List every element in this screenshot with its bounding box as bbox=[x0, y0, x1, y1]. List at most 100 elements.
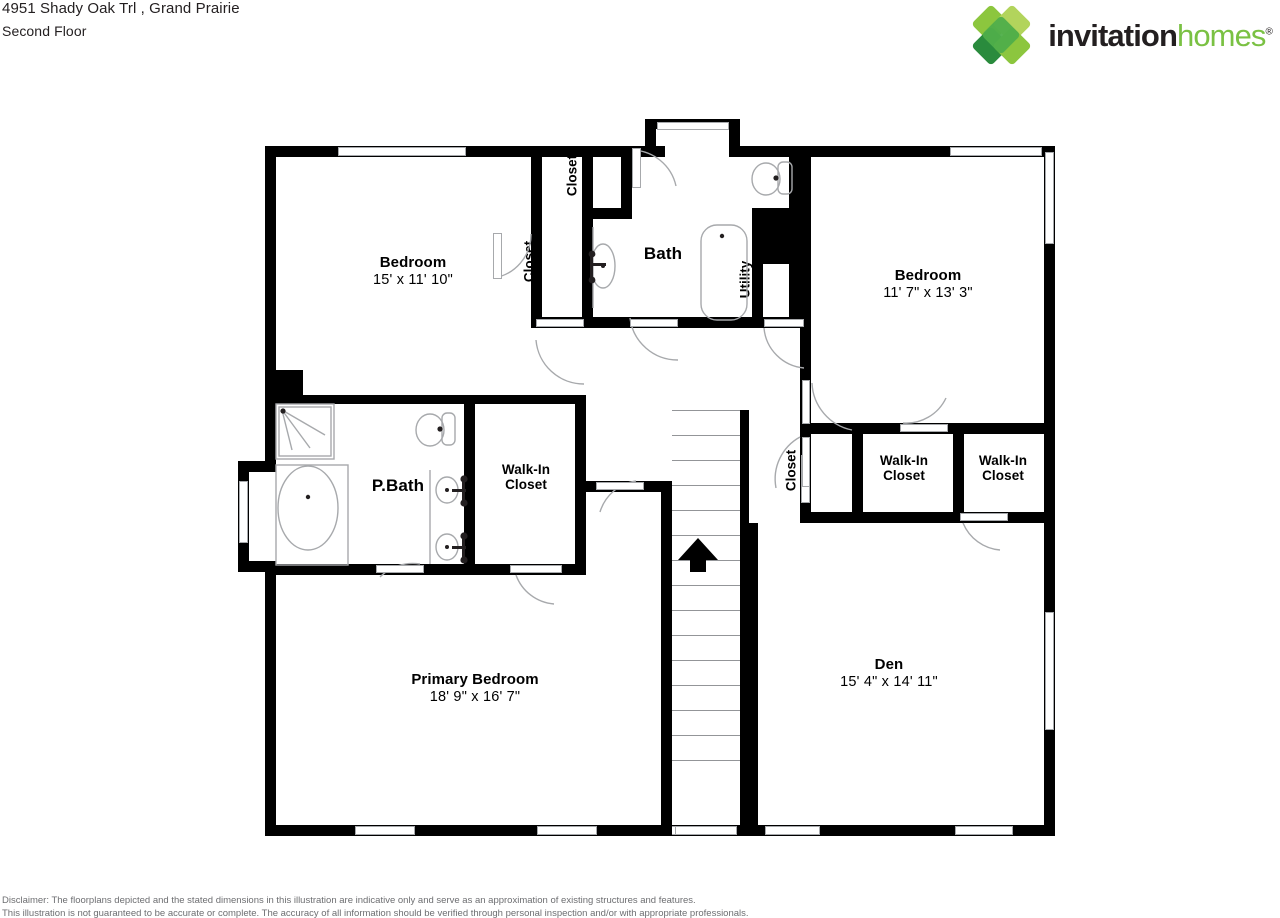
window-bottom-4 bbox=[765, 826, 820, 835]
invitation-homes-logo: invitationhomes® bbox=[971, 4, 1273, 66]
bath-toilet-bowl bbox=[751, 162, 781, 196]
window-bottom-1 bbox=[355, 826, 415, 835]
wall-closet2-bottom bbox=[582, 208, 632, 219]
floor-label: Second Floor bbox=[2, 23, 87, 39]
room-label-closet-3: Closet bbox=[783, 449, 799, 492]
wall-pbath-bumpout-top bbox=[238, 461, 276, 472]
wall-left-upper bbox=[265, 146, 276, 371]
doorway-utility bbox=[764, 319, 804, 327]
window-right-1 bbox=[1045, 152, 1054, 244]
pbath-tub-basin bbox=[277, 465, 339, 551]
doorway-walkin1 bbox=[510, 565, 562, 573]
wall-den-left bbox=[749, 523, 758, 836]
wall-stairs-right bbox=[740, 410, 749, 836]
wall-walkin1-right bbox=[575, 395, 586, 575]
window-right-2 bbox=[1045, 612, 1054, 730]
door-swing-walkin3 bbox=[962, 522, 1001, 551]
property-address: 4951 Shady Oak Trl , Grand Prairie bbox=[2, 0, 240, 17]
pbath-tub-surround bbox=[275, 464, 349, 566]
doorway-closet1 bbox=[493, 233, 502, 279]
room-label-den: Den 15' 4" x 14' 11" bbox=[840, 656, 938, 690]
pbath-sink-2 bbox=[435, 533, 459, 561]
pbath-shower-inner bbox=[278, 406, 332, 457]
wall-pbath-right bbox=[464, 395, 475, 575]
window-alcove bbox=[657, 122, 729, 130]
address-block: 4951 Shady Oak Trl , Grand Prairie Secon… bbox=[2, 0, 240, 42]
bath-sink-basin bbox=[590, 243, 616, 289]
door-swing-walkin1 bbox=[515, 574, 555, 605]
disclaimer-line-2: This illustration is not guaranteed to b… bbox=[2, 908, 749, 918]
doorway-pbath bbox=[376, 565, 424, 573]
wall-right bbox=[1044, 146, 1055, 836]
room-label-bedroom-1: Bedroom 15' x 11' 10" bbox=[373, 254, 453, 288]
window-top-2 bbox=[950, 147, 1042, 156]
wall-utility-top bbox=[763, 255, 800, 264]
stairs-up-arrow-icon bbox=[678, 538, 718, 572]
pbath-tub-drain bbox=[305, 494, 311, 500]
wall-alcove-right bbox=[729, 119, 740, 157]
wall-pbath-bumpout-bottom bbox=[238, 561, 276, 572]
wall-pbath-bottom bbox=[265, 564, 475, 575]
wall-bedroom1-right bbox=[531, 146, 542, 328]
room-label-closet-1: Closet bbox=[521, 240, 537, 283]
room-label-primary-bath: P.Bath bbox=[371, 476, 425, 495]
room-label-bath: Bath bbox=[643, 244, 683, 263]
doorway-bedroom1 bbox=[536, 319, 584, 327]
pbath-shower-spray-1 bbox=[281, 409, 311, 449]
pbath-sink-2-drain bbox=[445, 545, 449, 549]
door-swing-utility bbox=[763, 327, 805, 369]
wall-closet-row-bottom bbox=[800, 512, 1055, 523]
wall-bath-right bbox=[752, 208, 763, 328]
disclaimer-line-1: Disclaimer: The floorplans depicted and … bbox=[2, 895, 696, 906]
room-label-walk-in-closet-2: Walk-In Closet bbox=[879, 453, 929, 484]
logo-trademark: ® bbox=[1265, 26, 1273, 38]
doorway-closet3 bbox=[802, 437, 810, 487]
doorway-bath bbox=[630, 319, 678, 327]
wall-pbath-top bbox=[265, 395, 475, 404]
logo-wordmark: invitationhomes® bbox=[1048, 18, 1273, 54]
wall-closet3-right bbox=[852, 423, 863, 523]
wall-bottom bbox=[265, 825, 1055, 836]
window-bottom-5 bbox=[955, 826, 1013, 835]
door-swing-bedroom1 bbox=[535, 339, 585, 385]
wall-left-angle-stub bbox=[265, 370, 276, 400]
wall-pbath-left-upper bbox=[265, 390, 276, 465]
pbath-toilet-bowl bbox=[415, 413, 445, 447]
doorway-walkin2 bbox=[900, 424, 948, 432]
logo-brand-bold: invitation bbox=[1048, 18, 1178, 53]
doorway-closet2 bbox=[632, 148, 641, 188]
pbath-shower-spray-3 bbox=[281, 409, 293, 451]
wall-bedroom2-left-upper bbox=[800, 146, 811, 381]
room-label-walk-in-closet-1: Walk-In Closet bbox=[501, 462, 551, 493]
wall-walkin1-top bbox=[475, 395, 586, 404]
doorway-walkin1-hall bbox=[596, 482, 644, 490]
wall-utility-right bbox=[789, 146, 800, 328]
wall-walkin2-right bbox=[953, 423, 964, 523]
bathtub-drain bbox=[719, 233, 725, 239]
doorway-walkin3 bbox=[960, 513, 1008, 521]
doorway-bedroom2 bbox=[802, 380, 810, 424]
doorway-stairs-bottom bbox=[675, 826, 737, 835]
wall-left-lower bbox=[265, 570, 276, 836]
door-swing-walkin2 bbox=[902, 397, 947, 424]
room-label-closet-2: Closet bbox=[564, 154, 580, 197]
disclaimer-text: Disclaimer: The floorplans depicted and … bbox=[2, 894, 1102, 918]
room-label-primary-bedroom: Primary Bedroom 18' 9" x 16' 7" bbox=[411, 671, 539, 705]
pbath-shower-stall bbox=[275, 403, 335, 460]
wall-stairs-left bbox=[661, 481, 672, 836]
room-label-utility: Utility bbox=[737, 260, 753, 299]
room-label-bedroom-2: Bedroom 11' 7" x 13' 3" bbox=[883, 267, 973, 301]
wall-closet2-right bbox=[621, 146, 632, 219]
logo-brand-light: homes bbox=[1176, 18, 1266, 53]
window-pbath-left bbox=[239, 481, 248, 543]
bath-sink-drain bbox=[601, 264, 605, 268]
pbath-toilet-tank bbox=[441, 412, 456, 446]
window-top-1 bbox=[338, 147, 466, 156]
wall-top-right bbox=[729, 146, 1055, 157]
window-bottom-2 bbox=[537, 826, 597, 835]
wall-alcove-left bbox=[645, 119, 656, 157]
wall-closet1-right bbox=[582, 146, 593, 328]
